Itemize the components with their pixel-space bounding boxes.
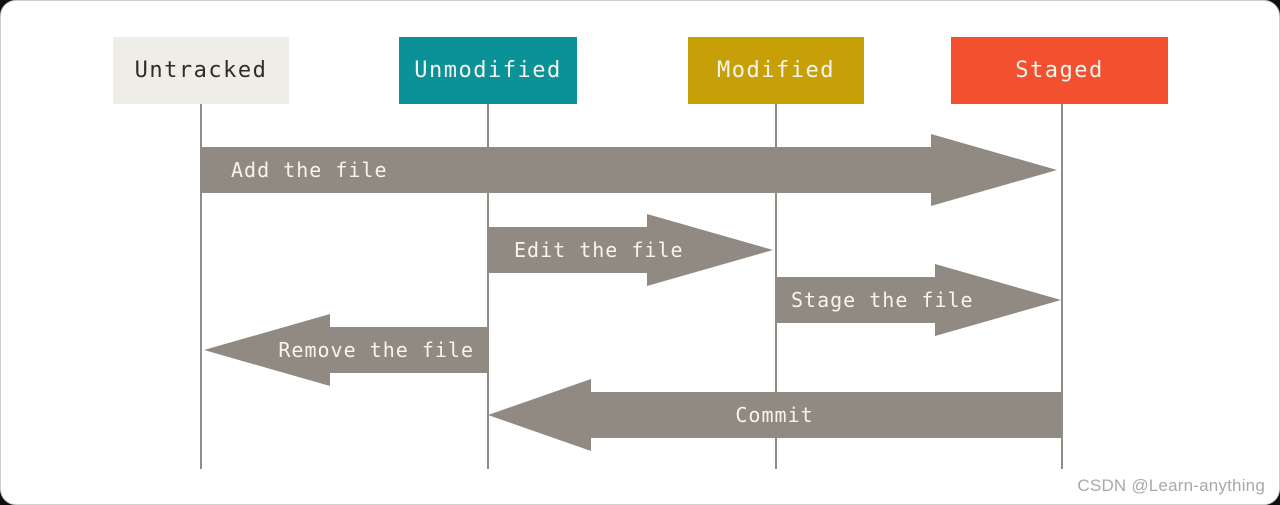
- state-label-untracked: Untracked: [134, 58, 268, 83]
- transition-label-remove-the-file: Remove the file: [278, 338, 474, 362]
- state-label-staged: Staged: [1015, 58, 1104, 83]
- arrow-shaft: [590, 392, 1061, 438]
- transition-label-add-the-file: Add the file: [231, 158, 388, 182]
- transition-label-edit-the-file: Edit the file: [514, 238, 684, 262]
- state-box-modified: Modified: [688, 37, 864, 104]
- state-label-modified: Modified: [717, 58, 835, 83]
- state-box-untracked: Untracked: [113, 37, 289, 104]
- arrow-shaft: [776, 277, 936, 323]
- state-box-staged: Staged: [951, 37, 1168, 104]
- arrow-shaft: [488, 227, 648, 273]
- state-box-unmodified: Unmodified: [399, 37, 577, 104]
- transition-arrow-stage-the-file: Stage the file: [776, 264, 1061, 336]
- transition-arrow-remove-the-file: Remove the file: [204, 314, 488, 386]
- transition-arrow-add-the-file: Add the file: [201, 134, 1057, 206]
- arrow-head-right-icon: [935, 264, 1061, 336]
- watermark: CSDN @Learn-anything: [1077, 476, 1265, 495]
- lifeline-untracked: [200, 104, 202, 469]
- arrow-head-right-icon: [931, 134, 1057, 206]
- arrow-head-right-icon: [647, 214, 773, 286]
- lifeline-unmodified: [487, 104, 489, 469]
- arrow-shaft: [329, 327, 488, 373]
- arrow-head-left-icon: [488, 379, 591, 451]
- arrow-shaft: [201, 147, 932, 193]
- transition-label-commit: Commit: [735, 403, 814, 427]
- arrow-head-left-icon: [204, 314, 330, 386]
- transition-label-stage-the-file: Stage the file: [791, 288, 974, 312]
- transition-arrow-commit: Commit: [488, 379, 1061, 451]
- lifeline-staged: [1061, 104, 1063, 469]
- state-label-unmodified: Unmodified: [414, 58, 562, 83]
- transition-arrow-edit-the-file: Edit the file: [488, 214, 773, 286]
